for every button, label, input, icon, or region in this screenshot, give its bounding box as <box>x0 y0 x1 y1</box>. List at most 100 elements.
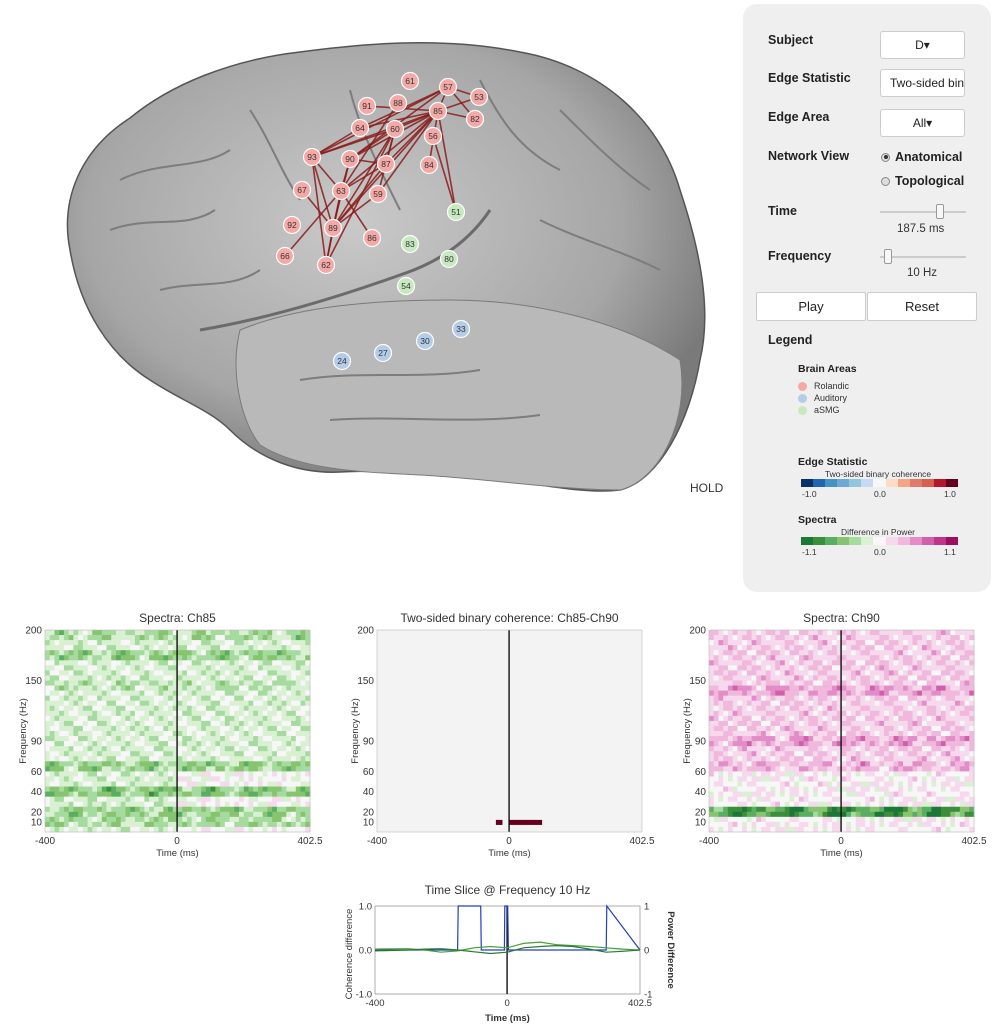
heatmap-cell <box>827 635 833 641</box>
electrode-node-86[interactable]: 86 <box>362 228 382 248</box>
heatmap-cell <box>92 741 98 747</box>
electrode-node-67[interactable]: 67 <box>292 180 312 200</box>
heatmap-cell <box>813 650 819 656</box>
network-view-topological-radio[interactable]: Topological <box>881 174 964 188</box>
heatmap-cell <box>196 806 202 813</box>
heatmap-cell <box>272 690 278 697</box>
electrode-node-89[interactable]: 89 <box>323 218 343 238</box>
heatmap-cell <box>305 710 311 717</box>
electrode-node-85[interactable]: 85 <box>428 101 448 121</box>
electrode-node-92[interactable]: 92 <box>282 215 302 235</box>
heatmap-cell <box>172 746 178 752</box>
heatmap-cell <box>751 796 757 803</box>
electrode-node-54[interactable]: 54 <box>396 276 416 296</box>
frequency-slider-handle[interactable] <box>883 249 892 264</box>
play-button[interactable]: Play <box>756 292 866 321</box>
electrode-node-91[interactable]: 91 <box>357 96 377 116</box>
electrode-node-60[interactable]: 60 <box>385 119 405 139</box>
heatmap-cell <box>865 746 871 752</box>
electrode-node-62[interactable]: 62 <box>316 255 336 275</box>
heatmap-cell <box>784 650 790 656</box>
heatmap-cell <box>111 771 117 777</box>
edge-area-dropdown[interactable]: All▾ <box>880 109 965 137</box>
heatmap-cell <box>955 720 961 727</box>
subject-dropdown[interactable]: D▾ <box>880 31 965 59</box>
time-slice-plot[interactable]: Time Slice @ Frequency 10 Hz1.00.0-1.010… <box>330 878 690 1024</box>
heatmap-cell <box>959 781 965 787</box>
electrode-node-93[interactable]: 93 <box>302 147 322 167</box>
coherence-plot[interactable]: Two-sided binary coherence: Ch85-Ch90200… <box>332 605 662 860</box>
electrode-node-33[interactable]: 33 <box>451 319 471 339</box>
electrode-node-66[interactable]: 66 <box>275 246 295 266</box>
heatmap-cell <box>855 650 861 656</box>
electrode-node-30[interactable]: 30 <box>415 331 435 351</box>
heatmap-cell <box>718 781 724 787</box>
edge-statistic-dropdown[interactable]: Two-sided binary coherence <box>880 69 965 97</box>
time-slider-handle[interactable] <box>936 204 945 219</box>
electrode-node-27[interactable]: 27 <box>373 343 393 363</box>
network-view-anatomical-radio[interactable]: Anatomical <box>881 150 962 164</box>
heatmap-cell <box>205 751 212 757</box>
time-slider[interactable] <box>880 204 966 219</box>
heatmap-cell <box>243 665 249 671</box>
heatmap-cell <box>865 736 871 742</box>
heatmap-cell <box>134 670 141 676</box>
heatmap-cell <box>713 756 719 762</box>
heatmap-cell <box>803 700 809 707</box>
electrode-node-83[interactable]: 83 <box>400 234 420 254</box>
electrode-node-53[interactable]: 53 <box>469 87 489 107</box>
reset-button[interactable]: Reset <box>867 292 977 321</box>
heatmap-cell <box>775 690 781 697</box>
heatmap-cell <box>196 705 202 712</box>
heatmap-cell <box>860 675 866 681</box>
heatmap-cell <box>111 645 117 651</box>
brain-network-view[interactable]: 61 57 53 91 88 85 82 64 60 56 93 90 87 84 67 63 59 92 89 86… <box>0 0 740 500</box>
electrode-node-57[interactable]: 57 <box>438 77 458 97</box>
electrode-node-87[interactable]: 87 <box>376 154 396 174</box>
electrode-node-24[interactable]: 24 <box>332 351 352 371</box>
heatmap-cell <box>964 635 970 641</box>
frequency-slider[interactable] <box>880 249 966 264</box>
plot-title: Spectra: Ch85 <box>139 611 216 625</box>
electrode-node-64[interactable]: 64 <box>350 118 370 138</box>
heatmap-cell <box>855 806 861 813</box>
heatmap-cell <box>794 640 800 646</box>
electrode-node-80[interactable]: 80 <box>439 249 459 269</box>
heatmap-cell <box>784 675 790 681</box>
electrode-node-59[interactable]: 59 <box>368 184 388 204</box>
heatmap-cell <box>912 725 918 732</box>
electrode-node-88[interactable]: 88 <box>388 93 408 113</box>
heatmap-cell <box>291 630 297 636</box>
electrode-node-61[interactable]: 61 <box>400 71 420 91</box>
heatmap-cell <box>82 695 88 702</box>
heatmap-cell <box>798 761 805 767</box>
heatmap-cell <box>794 771 800 777</box>
heatmap-cell <box>101 705 107 712</box>
electrode-node-51[interactable]: 51 <box>446 202 466 222</box>
heatmap-cell <box>248 796 254 803</box>
heatmap-cell <box>120 700 126 707</box>
electrode-node-63[interactable]: 63 <box>331 181 351 201</box>
heatmap-cell <box>718 801 724 808</box>
heatmap-cell <box>205 690 212 697</box>
heatmap-cell <box>884 771 890 777</box>
heatmap-cell <box>305 720 311 727</box>
heatmap-cell <box>936 816 942 823</box>
heatmap-cell <box>827 731 833 737</box>
heatmap-cell <box>751 645 757 651</box>
heatmap-cell <box>73 645 79 651</box>
heatmap-cell <box>295 796 301 803</box>
heatmap-cell <box>224 645 230 651</box>
heatmap-cell <box>855 665 861 671</box>
heatmap-cell <box>803 655 809 661</box>
heatmap-cell <box>775 771 781 777</box>
electrode-node-84[interactable]: 84 <box>419 155 439 175</box>
electrode-node-82[interactable]: 82 <box>465 109 485 129</box>
heatmap-cell <box>879 650 885 656</box>
heatmap-cell <box>836 650 842 656</box>
heatmap-cell <box>120 821 126 828</box>
electrode-node-56[interactable]: 56 <box>423 126 443 146</box>
electrode-node-90[interactable]: 90 <box>340 149 360 169</box>
